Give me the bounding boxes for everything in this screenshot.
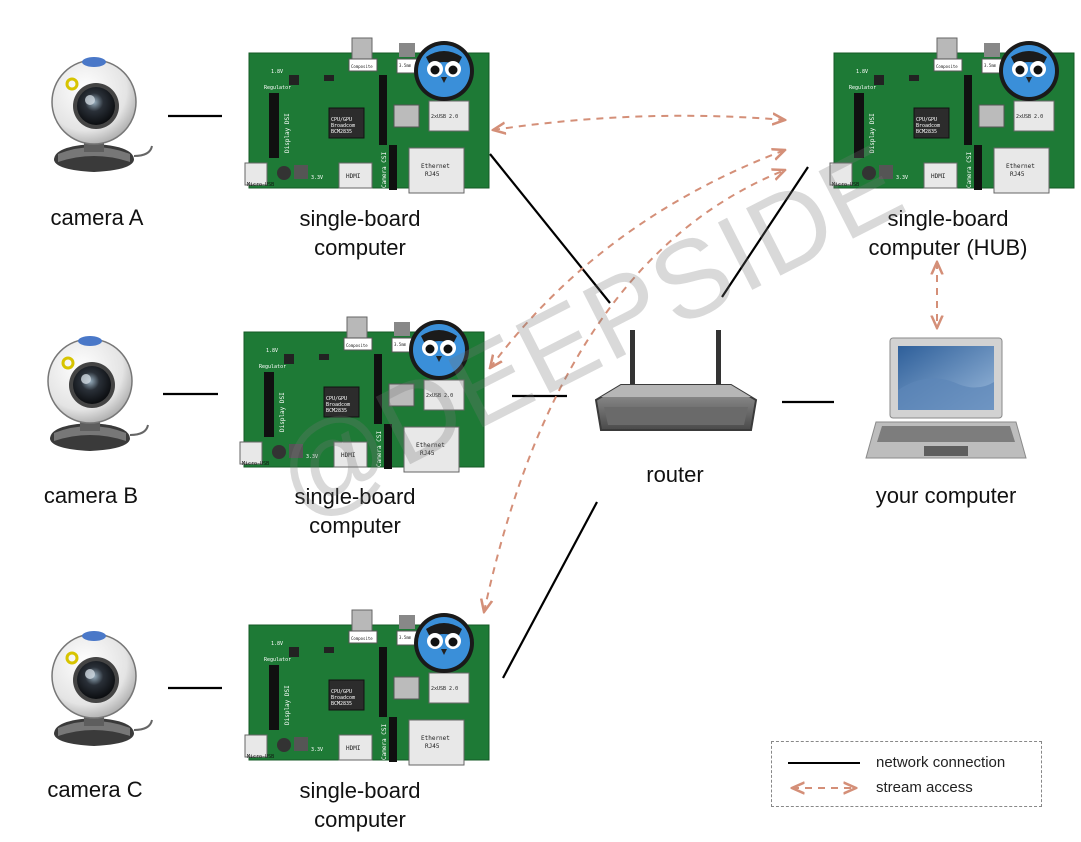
board-c-label: single-board computer — [270, 776, 450, 834]
link-board-c-router — [502, 501, 598, 679]
computer-label: your computer — [875, 483, 1017, 508]
stream-hub-board-c — [484, 170, 785, 612]
legend: network connection stream access — [771, 741, 1042, 807]
stream-hub-board-a — [493, 116, 785, 130]
board-label-line1: single-board — [294, 484, 416, 509]
stream-accesses — [484, 116, 937, 612]
board-label-line2: computer (HUB) — [868, 235, 1028, 260]
legend-network-label: network connection — [876, 754, 1006, 771]
camera-a-label: camera A — [50, 205, 144, 230]
laptop-icon — [865, 337, 1027, 459]
board-label-line1: single-board — [299, 206, 421, 231]
camera-b-label: camera B — [43, 483, 139, 508]
raspberry-pi-board-icon — [244, 609, 490, 766]
raspberry-pi-board-icon — [244, 37, 490, 194]
camera-c-label: camera C — [47, 777, 143, 802]
legend-stream-label: stream access — [876, 779, 973, 796]
webcam-icon — [50, 629, 154, 748]
board-label-line2: computer — [309, 513, 401, 538]
board-label-line1: single-board — [299, 778, 421, 803]
router-label: router — [646, 462, 704, 487]
board-b-label: single-board computer — [265, 482, 445, 540]
webcam-icon — [50, 55, 154, 174]
board-a-label: single-board computer — [270, 204, 450, 262]
board-label-line1: single-board — [887, 206, 1009, 231]
board-label-line2: computer — [314, 807, 406, 832]
board-label-line2: computer — [314, 235, 406, 260]
webcam-icon — [46, 334, 150, 453]
board-hub-label: single-board computer (HUB) — [848, 204, 1048, 262]
